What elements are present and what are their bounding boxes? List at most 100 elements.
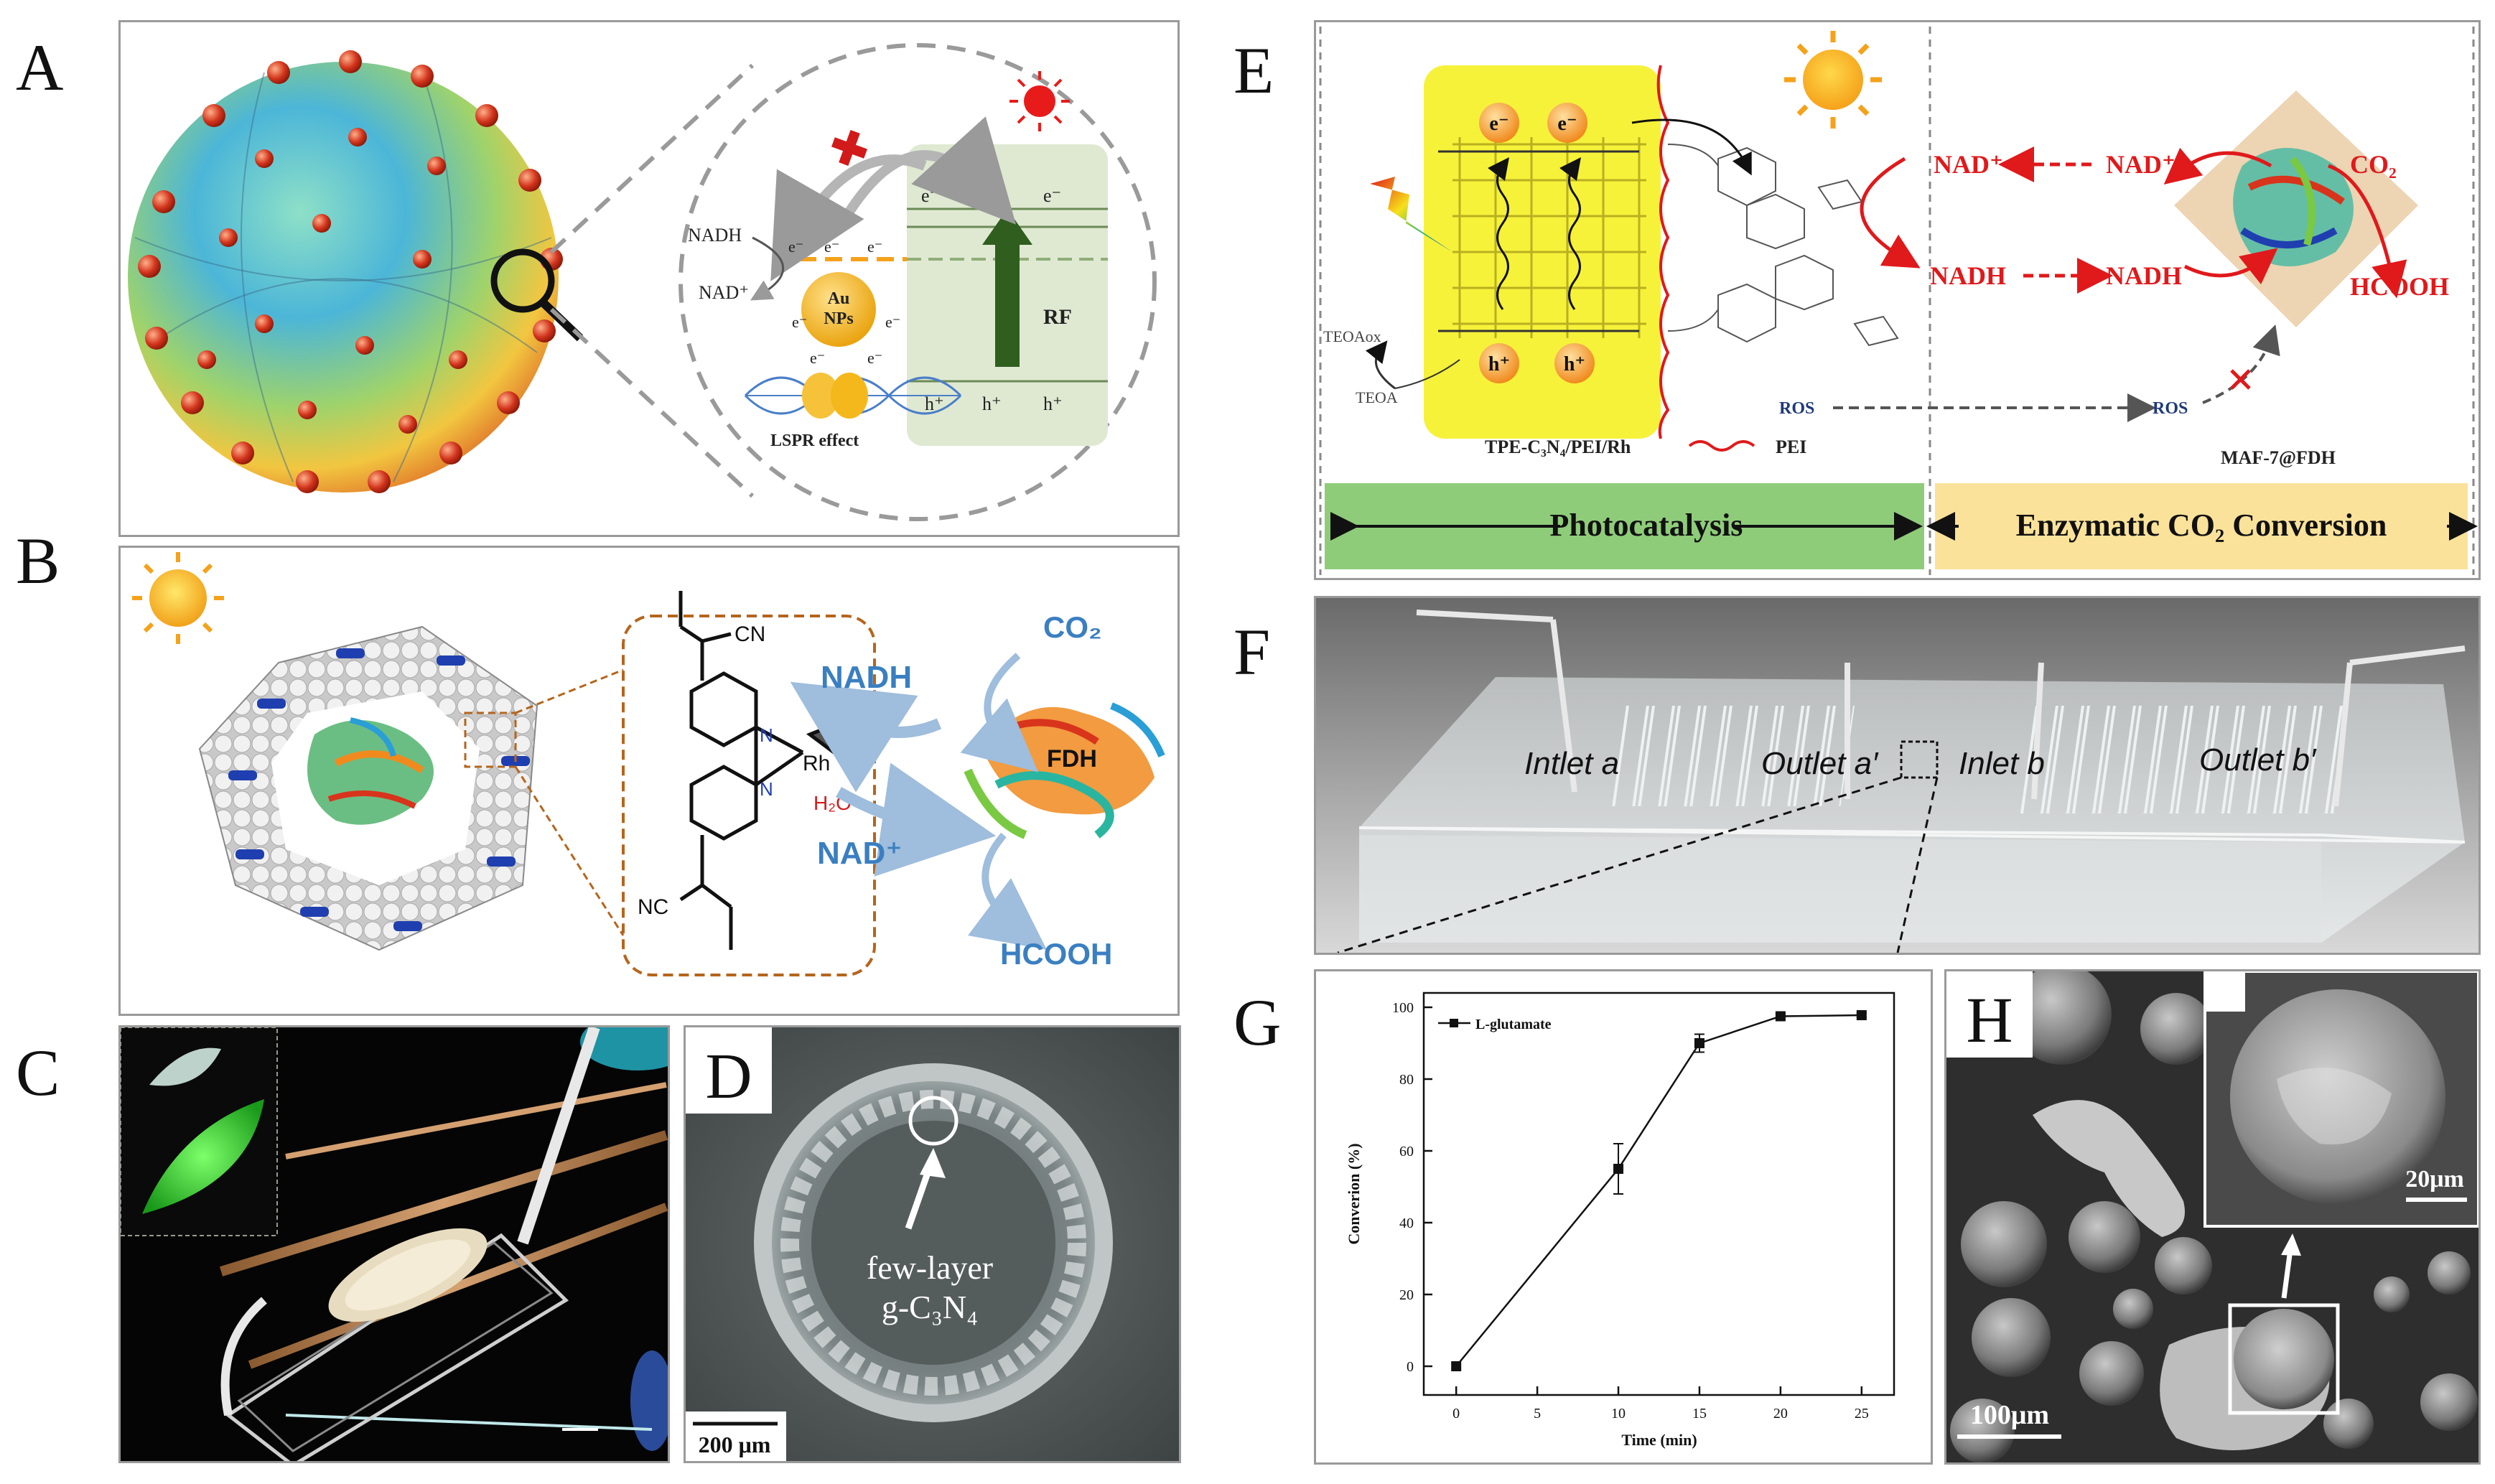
nad-plus-label-2: NAD⁺ (2106, 150, 2175, 179)
nadh-label-2: NADH (2106, 261, 2182, 290)
e-electron-1: e⁻ (1489, 113, 1508, 135)
x-tick-label: 0 (1452, 1406, 1460, 1422)
inlet-b-label: Inlet b (1959, 746, 2045, 781)
serpentine-channel-b (2018, 706, 2350, 813)
legend-series-name: L-glutamate (1475, 1017, 1552, 1032)
panel-d: few-layer g-C₃N₄ D 200 μm (684, 1025, 1181, 1463)
hcooh-label: HCOOH (2350, 272, 2449, 301)
gcn-label: g-C₃N₄ (882, 1289, 978, 1325)
y-tick-label: 40 (1399, 1215, 1414, 1231)
x-tick-label: 5 (1534, 1406, 1541, 1422)
photocatalysis-label: Photocatalysis (1550, 508, 1743, 543)
pei-label: PEI (1776, 437, 1806, 457)
zoom-box-rh-complex (622, 615, 876, 976)
e-hole-1: h⁺ (1488, 353, 1510, 375)
nad-plus-label: NAD⁺ (699, 282, 749, 303)
panel-c-photo (121, 1027, 668, 1461)
y-tick-label: 60 (1399, 1144, 1414, 1159)
au-electron-1: e⁻ (788, 238, 803, 256)
enzymatic-bar (1935, 483, 2468, 569)
y-tick-label: 100 (1392, 1000, 1414, 1016)
rf-hole-3: h⁺ (1043, 393, 1063, 414)
scale-bar-label: 200 μm (699, 1432, 771, 1457)
au-electron-2: e⁻ (824, 238, 839, 256)
panel-h-sem: 20μm H 100μm (1946, 971, 2478, 1462)
x-tick-label: 15 (1692, 1406, 1707, 1422)
teoa-label: TEOA (1356, 388, 1398, 406)
enzymatic-label: Enzymatic CO₂ Conversion (2016, 508, 2387, 543)
fdh-label: FDH (1047, 745, 1097, 773)
panel-f-photo: Intlet a Outlet a′ Inlet b Outlet b′ (1316, 598, 2478, 953)
au-electron-7: e⁻ (867, 349, 882, 367)
y-tick-label: 80 (1399, 1072, 1414, 1088)
panel-e: e⁻ e⁻ h⁺ h⁺ TEOAox TEOA (1314, 20, 2481, 580)
outlet-a-label: Outlet a′ (1761, 746, 1879, 781)
panel-label-g: G (1233, 986, 1282, 1059)
e-hole-2: h⁺ (1564, 353, 1585, 375)
rf-electron-2: e⁻ (982, 185, 1000, 206)
nadh-label-1: NADH (1930, 261, 2006, 290)
panel-label-d: D (706, 1041, 752, 1112)
au-electron-5: e⁻ (885, 313, 900, 331)
panel-h: 20μm H 100μm (1944, 969, 2481, 1465)
x-tick-label: 25 (1855, 1406, 1869, 1422)
legend: L-glutamate (1438, 1017, 1552, 1032)
sun-icon (1784, 31, 1882, 129)
au-electron-6: e⁻ (810, 349, 825, 367)
x-tick-label: 10 (1611, 1406, 1626, 1422)
panel-label-c: C (16, 1036, 60, 1109)
fdh-enzyme (2233, 148, 2354, 266)
panel-label-b: B (16, 524, 60, 597)
rf-hole-2: h⁺ (982, 393, 1002, 414)
rh-complex (1667, 144, 1899, 347)
leaf-fluorescent (142, 1099, 264, 1214)
inset-scale-label: 20μm (2405, 1166, 2464, 1193)
x-axis-label: Time (min) (1621, 1431, 1697, 1449)
zoom-box (1900, 740, 1939, 779)
nanosphere (128, 50, 563, 493)
nc-label: NC (638, 895, 668, 919)
y-tick-label: 20 (1399, 1287, 1414, 1303)
light-bolt-icon (1370, 177, 1452, 252)
leaf-bright-field (149, 1047, 221, 1086)
maf7-fdh-label: MAF-7@FDH (2221, 447, 2336, 468)
rh-label: Rh (803, 752, 830, 775)
pei-layer (1656, 65, 1670, 439)
data-point (1451, 1361, 1462, 1371)
rf-label: RF (1043, 305, 1072, 329)
panel-a: RF e⁻ e⁻ e⁻ h⁺ h⁺ h⁺ NADH NAD⁺ Au NPs e⁻… (118, 20, 1180, 537)
panel-b-diagram: CN NC N N Rh H₂O NADH NAD⁺ FDH CO₂ HCOOH (132, 552, 1169, 976)
ros-label-1: ROS (1779, 399, 1814, 418)
outlet-b-needle (2333, 662, 2353, 807)
panel-label-a: A (16, 31, 64, 104)
co2-label: CO₂ (2350, 150, 2397, 179)
lspr-label: LSPR effect (770, 431, 859, 450)
cof-framework (198, 625, 538, 951)
nad-plus-label-1: NAD⁺ (1934, 150, 2003, 179)
nad-plus-label: NAD⁺ (817, 836, 903, 871)
excitation-arrow (982, 209, 1032, 367)
data-point (1613, 1164, 1624, 1174)
data-point (1856, 1010, 1867, 1020)
block-cross-icon (2230, 369, 2251, 390)
panel-d-sem: few-layer g-C₃N₄ D 200 μm (686, 1027, 1179, 1461)
highlight-box (2228, 1303, 2340, 1415)
panel-label-f: F (1233, 615, 1271, 689)
e-electron-2: e⁻ (1557, 113, 1577, 135)
sun-icon (1009, 71, 1070, 131)
nadh-label: NADH (821, 660, 912, 695)
panel-f: Intlet a Outlet a′ Inlet b Outlet b′ (1314, 596, 2481, 955)
data-point (1694, 1038, 1704, 1048)
scale-bar-box (686, 1411, 786, 1461)
rf-electron-3: e⁻ (1043, 185, 1061, 206)
cross-icon (831, 130, 867, 166)
sun-icon (132, 552, 224, 644)
n-label-1: N (760, 724, 773, 746)
co2-label: CO₂ (1043, 610, 1102, 644)
n-label-2: N (760, 778, 773, 800)
plot-frame (1422, 991, 1895, 1396)
au-nanoparticle (801, 272, 876, 347)
main-scale-label: 100μm (1970, 1400, 2049, 1430)
